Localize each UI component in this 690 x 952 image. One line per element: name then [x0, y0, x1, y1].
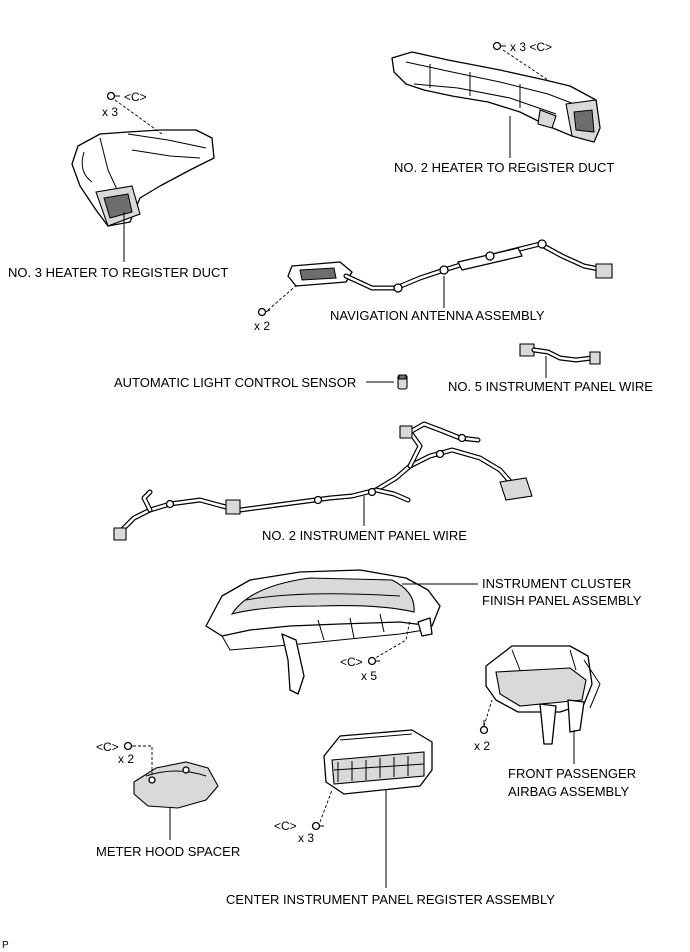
navigation-antenna-label: NAVIGATION ANTENNA ASSEMBLY — [330, 308, 545, 323]
no3-heater-duct-drawing — [71, 129, 215, 227]
no3-duct-clip-qty: x 3 — [102, 105, 118, 119]
no3-duct-clip-code: <C> — [124, 90, 147, 104]
cluster-clip-code: <C> — [340, 655, 363, 669]
airbag-label-line2: AIRBAG ASSEMBLY — [508, 784, 629, 799]
no3-heater-duct-label: NO. 3 HEATER TO REGISTER DUCT — [8, 265, 228, 280]
no5-panel-wire-label: NO. 5 INSTRUMENT PANEL WIRE — [448, 379, 653, 394]
register-clip-icon — [311, 821, 324, 831]
antenna-screw-icon — [257, 307, 271, 317]
cluster-clip-icon — [367, 656, 380, 666]
hood-clip-code: <C> — [96, 740, 119, 754]
center-register-drawing — [323, 729, 433, 795]
no5-panel-wire-drawing — [519, 343, 601, 365]
no2-panel-wire-label: NO. 2 INSTRUMENT PANEL WIRE — [262, 528, 467, 543]
antenna-screw-callout: x 2 — [254, 319, 270, 333]
meter-hood-spacer-label: METER HOOD SPACER — [96, 844, 240, 859]
illustration-code: P — [2, 940, 9, 951]
airbag-label-line1: FRONT PASSENGER — [508, 766, 636, 781]
no3-duct-clip-icon — [106, 91, 120, 101]
meter-hood-spacer-drawing — [133, 761, 219, 809]
register-clip-qty: x 3 — [298, 831, 314, 845]
no2-heater-duct-drawing — [391, 51, 601, 143]
cluster-finish-label-line2: FINISH PANEL ASSEMBLY — [482, 593, 642, 608]
no2-heater-duct-label: NO. 2 HEATER TO REGISTER DUCT — [394, 160, 614, 175]
passenger-airbag-drawing — [485, 645, 601, 745]
cluster-clip-qty: x 5 — [361, 669, 377, 683]
no2-duct-clip-callout: x 3 <C> — [510, 40, 552, 54]
no2-panel-wire-drawing — [113, 421, 533, 541]
navigation-antenna-drawing — [287, 239, 613, 293]
airbag-bolt-callout: x 2 — [474, 739, 490, 753]
no2-duct-clip-icon — [492, 41, 506, 51]
cluster-finish-label-line1: INSTRUMENT CLUSTER — [482, 576, 631, 591]
center-register-label: CENTER INSTRUMENT PANEL REGISTER ASSEMBL… — [226, 892, 555, 907]
auto-light-sensor-label: AUTOMATIC LIGHT CONTROL SENSOR — [114, 375, 356, 390]
airbag-bolt-icon — [479, 720, 489, 735]
light-sensor-drawing — [397, 374, 408, 390]
cluster-finish-panel-drawing — [205, 569, 441, 695]
hood-clip-icon — [123, 741, 136, 751]
hood-clip-qty: x 2 — [118, 752, 134, 766]
register-clip-code: <C> — [274, 819, 297, 833]
